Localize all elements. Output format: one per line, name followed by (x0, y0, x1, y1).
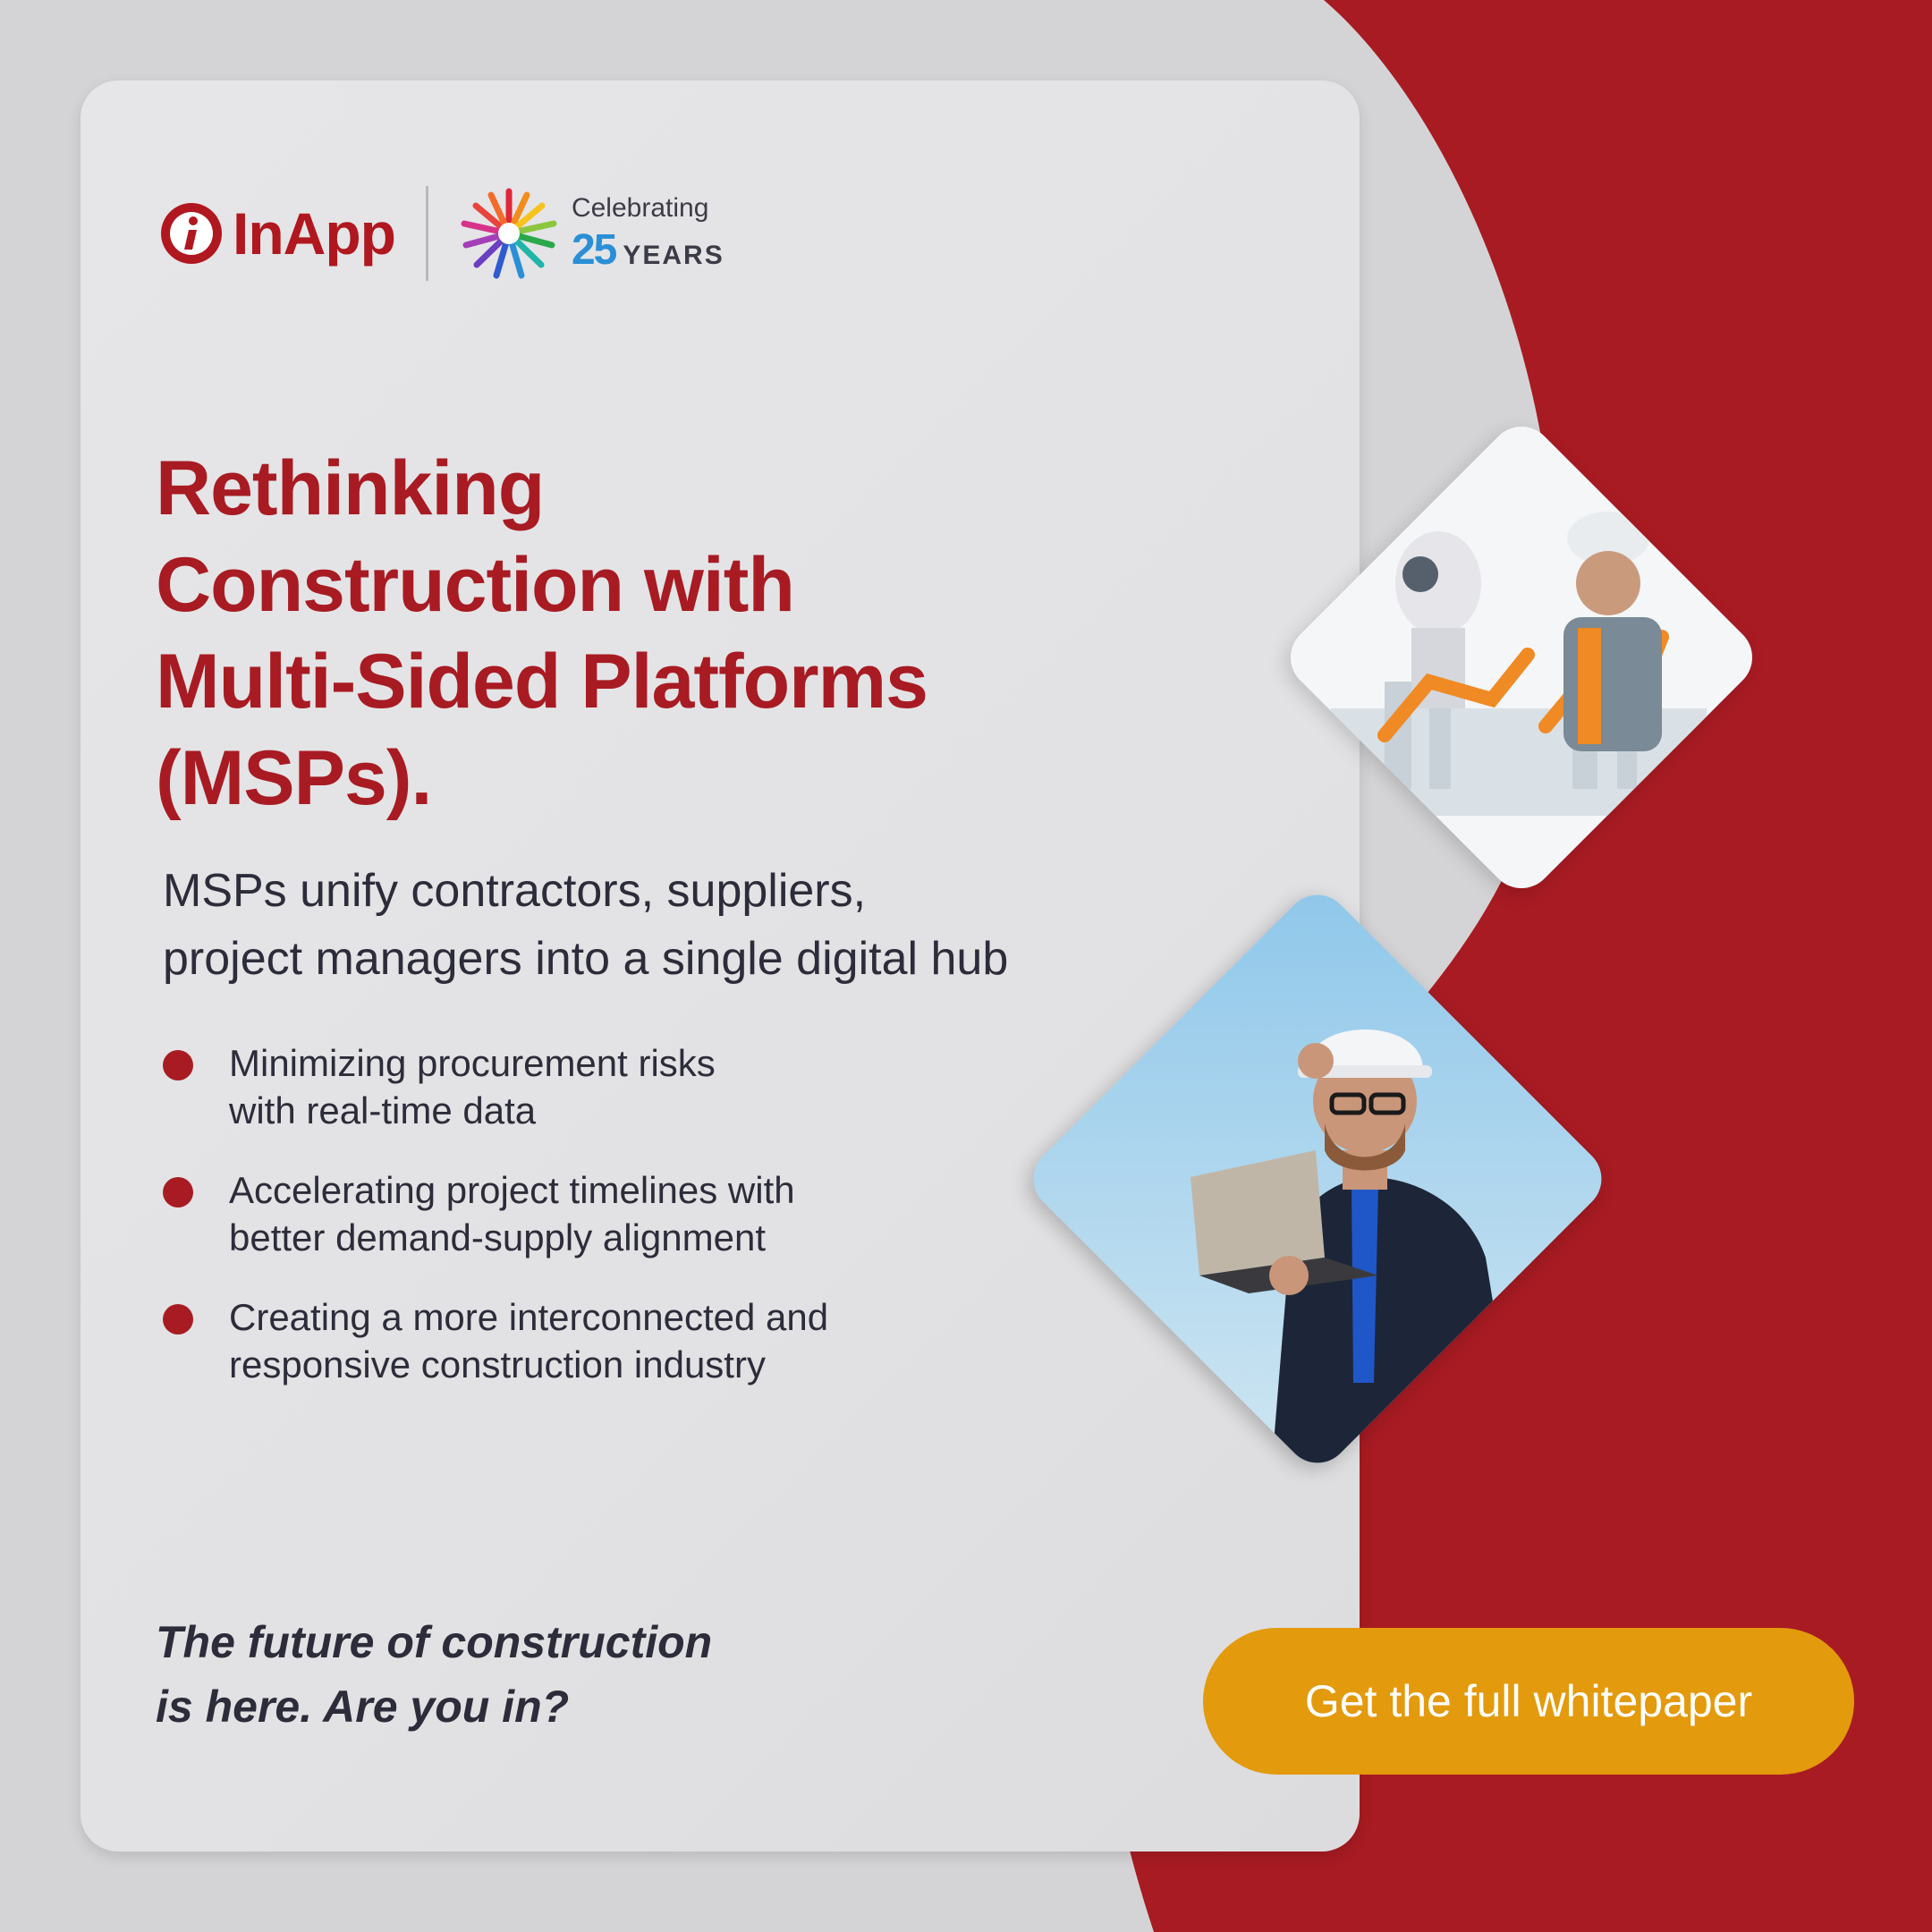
years-label: YEARS (623, 241, 724, 270)
content-card (80, 80, 1360, 1852)
bullet-dot-icon (163, 1177, 193, 1208)
years-number: 25 (571, 226, 617, 274)
celebrating-label: Celebrating (571, 193, 709, 223)
headline-line: Multi-Sided Platforms (156, 639, 928, 724)
bullet-text: better demand-supply alignment (229, 1216, 767, 1258)
bullet-text: with real-time data (229, 1089, 537, 1131)
bullet-text: responsive construction industry (229, 1343, 766, 1385)
get-whitepaper-button[interactable]: Get the full whitepaper (1203, 1628, 1854, 1775)
logo-divider (425, 186, 428, 281)
headline-line: (MSPs). (156, 735, 432, 821)
headline-line: Construction with (156, 542, 795, 628)
bullet-dot-icon (163, 1304, 193, 1335)
list-item: Creating a more interconnected and respo… (161, 1293, 966, 1388)
headline: Rethinking Construction with Multi-Sided… (156, 440, 1229, 826)
subtitle-line: MSPs unify contractors, suppliers, (163, 865, 867, 917)
bullet-text: Minimizing procurement risks (229, 1042, 716, 1084)
bullet-dot-icon (163, 1050, 193, 1080)
subtitle: MSPs unify contractors, suppliers, proje… (163, 857, 1236, 993)
tagline-line: is here. Are you in? (156, 1682, 570, 1732)
subtitle-line: project managers into a single digital h… (163, 933, 1009, 985)
anniversary-burst-icon (461, 188, 557, 279)
brand-header: InApp Celebrating 25 YEARS (159, 184, 724, 283)
list-item: Accelerating project timelines with bett… (161, 1166, 966, 1261)
bullet-text: Accelerating project timelines with (229, 1169, 795, 1211)
tagline-line: The future of construction (156, 1617, 713, 1667)
anniversary-text: Celebrating 25 YEARS (572, 195, 724, 272)
list-item: Minimizing procurement risks with real-t… (161, 1039, 966, 1134)
inapp-logo-icon (161, 203, 222, 264)
tagline: The future of construction is here. Are … (156, 1610, 712, 1739)
benefit-list: Minimizing procurement risks with real-t… (161, 1039, 966, 1420)
bullet-text: Creating a more interconnected and (229, 1296, 829, 1338)
inapp-logo-text: InApp (233, 200, 396, 267)
headline-line: Rethinking (156, 445, 545, 531)
